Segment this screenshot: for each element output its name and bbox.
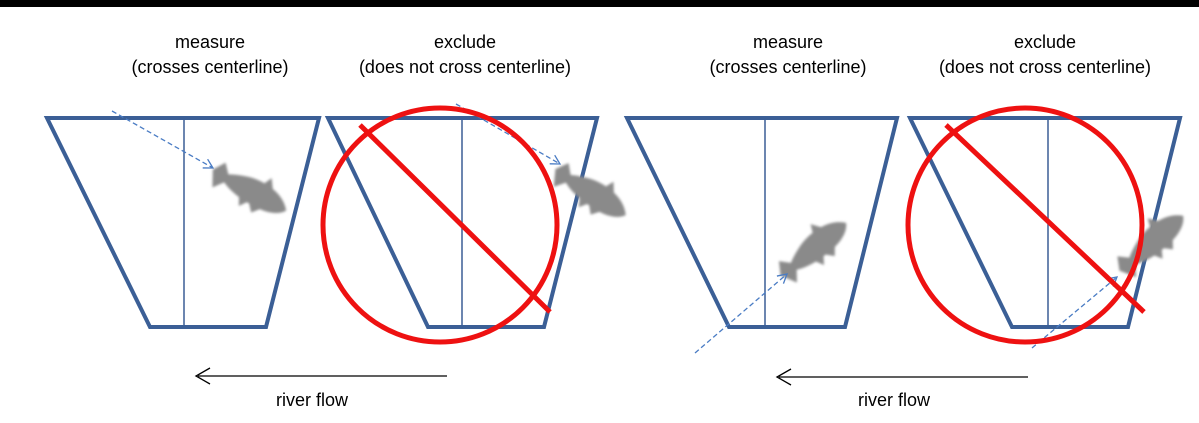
fish-icon xyxy=(767,206,858,291)
top-border-bar xyxy=(0,0,1199,7)
prohibit-circle xyxy=(320,105,560,345)
panel-1-title: measure xyxy=(174,32,246,52)
prohibit-circle xyxy=(905,105,1145,345)
fish-path-arrow xyxy=(111,110,215,169)
river-flow-arrow-2 xyxy=(775,368,1028,386)
panel-4-title: exclude xyxy=(1013,32,1077,52)
panel-4-caption: exclude (does not cross centerline) xyxy=(895,30,1195,80)
panel-2-subtitle: (does not cross centerline) xyxy=(358,57,572,77)
fish-path-arrow xyxy=(694,273,789,354)
river-flow-label-1: river flow xyxy=(275,390,348,410)
panel-2-title: exclude xyxy=(433,32,497,52)
prohibit-slash xyxy=(358,123,552,314)
panel-3-subtitle: (crosses centerline) xyxy=(709,57,867,77)
panel-3-title: measure xyxy=(752,32,824,52)
prohibit-slash xyxy=(944,123,1146,314)
panel-3-caption: measure (crosses centerline) xyxy=(638,30,938,80)
panel-1-caption: measure (crosses centerline) xyxy=(60,30,360,80)
trap-outline xyxy=(43,116,322,329)
panel-3-trap xyxy=(623,116,900,354)
panel-1-subtitle: (crosses centerline) xyxy=(131,57,289,77)
trap-outline xyxy=(906,116,1183,329)
river-flow-arrow-1 xyxy=(194,367,447,385)
trap-outline xyxy=(324,116,600,329)
panel-4-subtitle: (does not cross centerline) xyxy=(938,57,1152,77)
panel-2-caption: exclude (does not cross centerline) xyxy=(315,30,615,80)
panel-2-trap xyxy=(320,103,638,345)
panel-1-trap xyxy=(43,110,322,329)
river-flow-label-2: river flow xyxy=(857,390,930,410)
fish-path-arrow xyxy=(1031,276,1119,349)
fish-icon xyxy=(203,151,297,227)
panel-4-trap xyxy=(905,105,1196,349)
fish-icon xyxy=(1106,199,1196,286)
trap-outline xyxy=(623,116,900,329)
